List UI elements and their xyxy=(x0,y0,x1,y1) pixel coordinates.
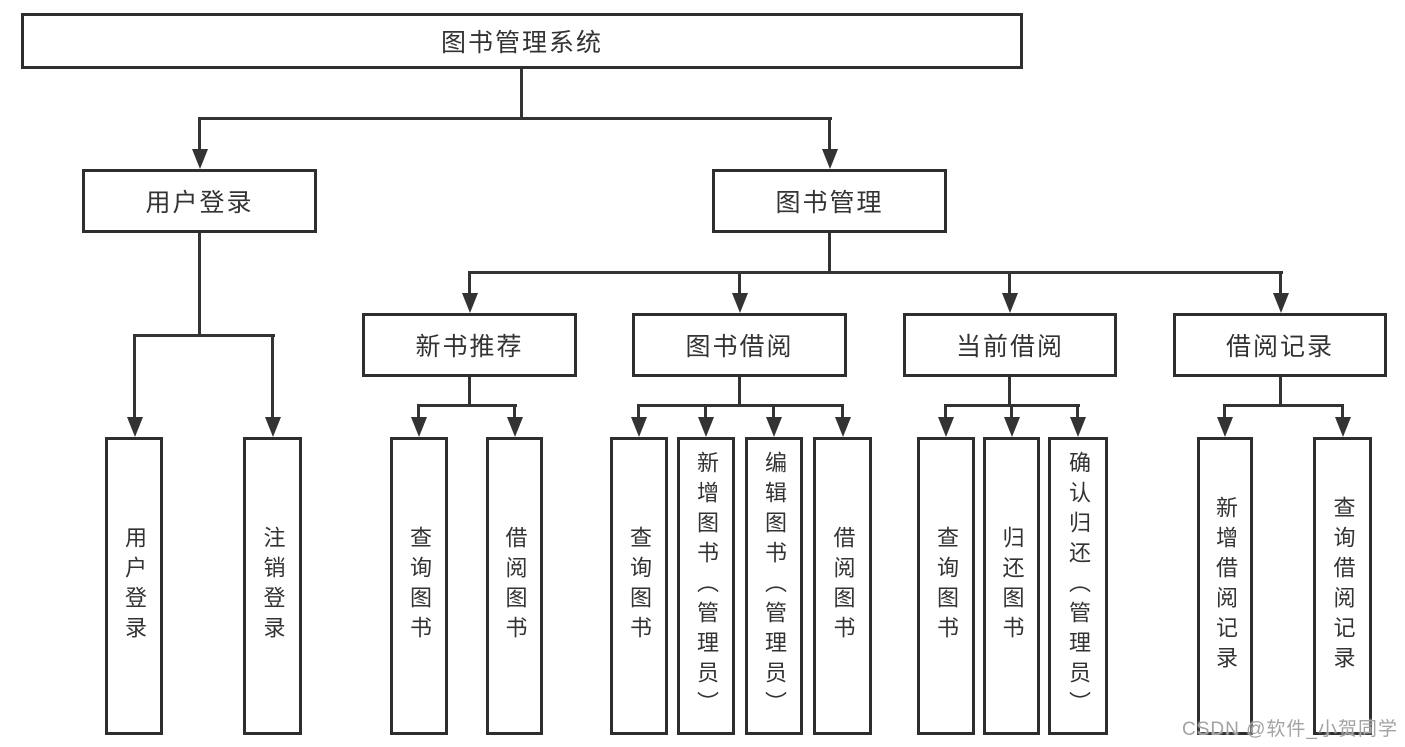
leaf-user-login: 用户登录 xyxy=(105,437,163,735)
connector-line xyxy=(468,377,471,407)
connector-line xyxy=(1008,271,1011,295)
node-book-borrow-label: 图书借阅 xyxy=(685,333,794,361)
arrowhead-down xyxy=(1273,293,1289,313)
leaf-borrow-edit-book-admin: 编辑图书（管理员） xyxy=(745,437,803,735)
leaf-recommend-query-book: 查询图书 xyxy=(390,437,448,735)
arrowhead-down xyxy=(1217,417,1233,437)
arrowhead-down xyxy=(822,149,838,169)
leaf-borrow-query-book: 查询图书 xyxy=(610,437,668,735)
node-current-borrow: 当前借阅 xyxy=(903,313,1117,377)
arrowhead-down xyxy=(411,417,427,437)
leaf-recommend-borrow-book: 借阅图书 xyxy=(486,437,543,735)
connector-line xyxy=(133,334,275,337)
connector-line xyxy=(513,404,516,419)
connector-line xyxy=(828,233,831,274)
arrowhead-down xyxy=(1335,417,1351,437)
arrowhead-down xyxy=(631,417,647,437)
leaf-record-add-record-label: 新增借阅记录 xyxy=(1213,496,1238,676)
connector-line xyxy=(1223,404,1344,407)
connector-line xyxy=(198,117,201,150)
arrowhead-down xyxy=(192,149,208,169)
leaf-record-query-record: 查询借阅记录 xyxy=(1313,437,1372,735)
arrowhead-down xyxy=(507,417,523,437)
connector-line xyxy=(1008,377,1011,407)
node-book-management-label: 图书管理 xyxy=(775,189,884,217)
connector-line xyxy=(1279,271,1282,295)
connector-line xyxy=(944,404,947,419)
leaf-recommend-query-book-label: 查询图书 xyxy=(407,526,432,646)
leaf-current-confirm-return-admin-label: 确认归还（管理员） xyxy=(1066,451,1091,721)
node-current-borrow-label: 当前借阅 xyxy=(955,333,1064,361)
arrowhead-down xyxy=(698,417,714,437)
leaf-current-confirm-return-admin: 确认归还（管理员） xyxy=(1048,437,1108,735)
leaf-record-query-record-label: 查询借阅记录 xyxy=(1330,496,1356,676)
connector-line xyxy=(468,271,1283,274)
leaf-borrow-borrow-book: 借阅图书 xyxy=(813,437,872,735)
node-new-book-recommend: 新书推荐 xyxy=(362,313,577,377)
connector-line xyxy=(1223,404,1226,419)
leaf-logout: 注销登录 xyxy=(243,437,302,735)
leaf-current-query-book: 查询图书 xyxy=(917,437,975,735)
leaf-borrow-query-book-label: 查询图书 xyxy=(627,526,652,646)
arrowhead-down xyxy=(1070,417,1086,437)
node-user-login-label: 用户登录 xyxy=(145,189,254,217)
node-book-management: 图书管理 xyxy=(712,169,947,233)
connector-line xyxy=(198,233,201,337)
connector-line xyxy=(417,404,420,419)
connector-line xyxy=(704,404,707,419)
connector-line xyxy=(738,377,741,407)
node-root-label: 图书管理系统 xyxy=(440,29,603,57)
arrowhead-down xyxy=(1004,417,1020,437)
arrowhead-down xyxy=(835,417,851,437)
leaf-current-return-book: 归还图书 xyxy=(983,437,1040,735)
connector-line xyxy=(772,404,775,419)
node-user-login: 用户登录 xyxy=(82,169,317,233)
leaf-current-query-book-label: 查询图书 xyxy=(934,526,959,646)
connector-line xyxy=(1279,377,1282,407)
arrowhead-down xyxy=(1002,293,1018,313)
leaf-logout-label: 注销登录 xyxy=(260,526,286,646)
leaf-borrow-add-book-admin: 新增图书（管理员） xyxy=(677,437,735,735)
node-borrow-record-label: 借阅记录 xyxy=(1225,333,1334,361)
leaf-record-add-record: 新增借阅记录 xyxy=(1197,437,1253,735)
leaf-borrow-edit-book-admin-label: 编辑图书（管理员） xyxy=(762,451,787,721)
node-new-book-recommend-label: 新书推荐 xyxy=(415,333,524,361)
connector-line xyxy=(468,271,471,295)
node-borrow-record: 借阅记录 xyxy=(1173,313,1387,377)
connector-line xyxy=(520,69,523,120)
connector-line xyxy=(417,404,517,407)
node-book-borrow: 图书借阅 xyxy=(632,313,847,377)
csdn-watermark: CSDN @软件_小贺同学 xyxy=(1182,719,1398,740)
connector-line xyxy=(271,334,274,417)
leaf-borrow-add-book-admin-label: 新增图书（管理员） xyxy=(694,451,719,721)
leaf-user-login-label: 用户登录 xyxy=(122,526,147,646)
arrowhead-down xyxy=(265,417,281,437)
leaf-borrow-borrow-book-label: 借阅图书 xyxy=(830,526,856,646)
arrowhead-down xyxy=(938,417,954,437)
arrowhead-down xyxy=(732,293,748,313)
arrowhead-down xyxy=(127,417,143,437)
arrowhead-down xyxy=(462,293,478,313)
connector-line xyxy=(1010,404,1013,419)
arrowhead-down xyxy=(766,417,782,437)
leaf-current-return-book-label: 归还图书 xyxy=(999,526,1025,646)
connector-line xyxy=(1076,404,1079,419)
connector-line xyxy=(198,117,832,120)
connector-line xyxy=(841,404,844,419)
leaf-recommend-borrow-book-label: 借阅图书 xyxy=(502,526,528,646)
connector-line xyxy=(133,334,136,417)
node-root: 图书管理系统 xyxy=(21,13,1023,69)
connector-line xyxy=(738,271,741,295)
connector-line xyxy=(637,404,640,419)
connector-line xyxy=(637,404,844,407)
connector-line xyxy=(828,117,831,150)
connector-line xyxy=(1341,404,1344,419)
